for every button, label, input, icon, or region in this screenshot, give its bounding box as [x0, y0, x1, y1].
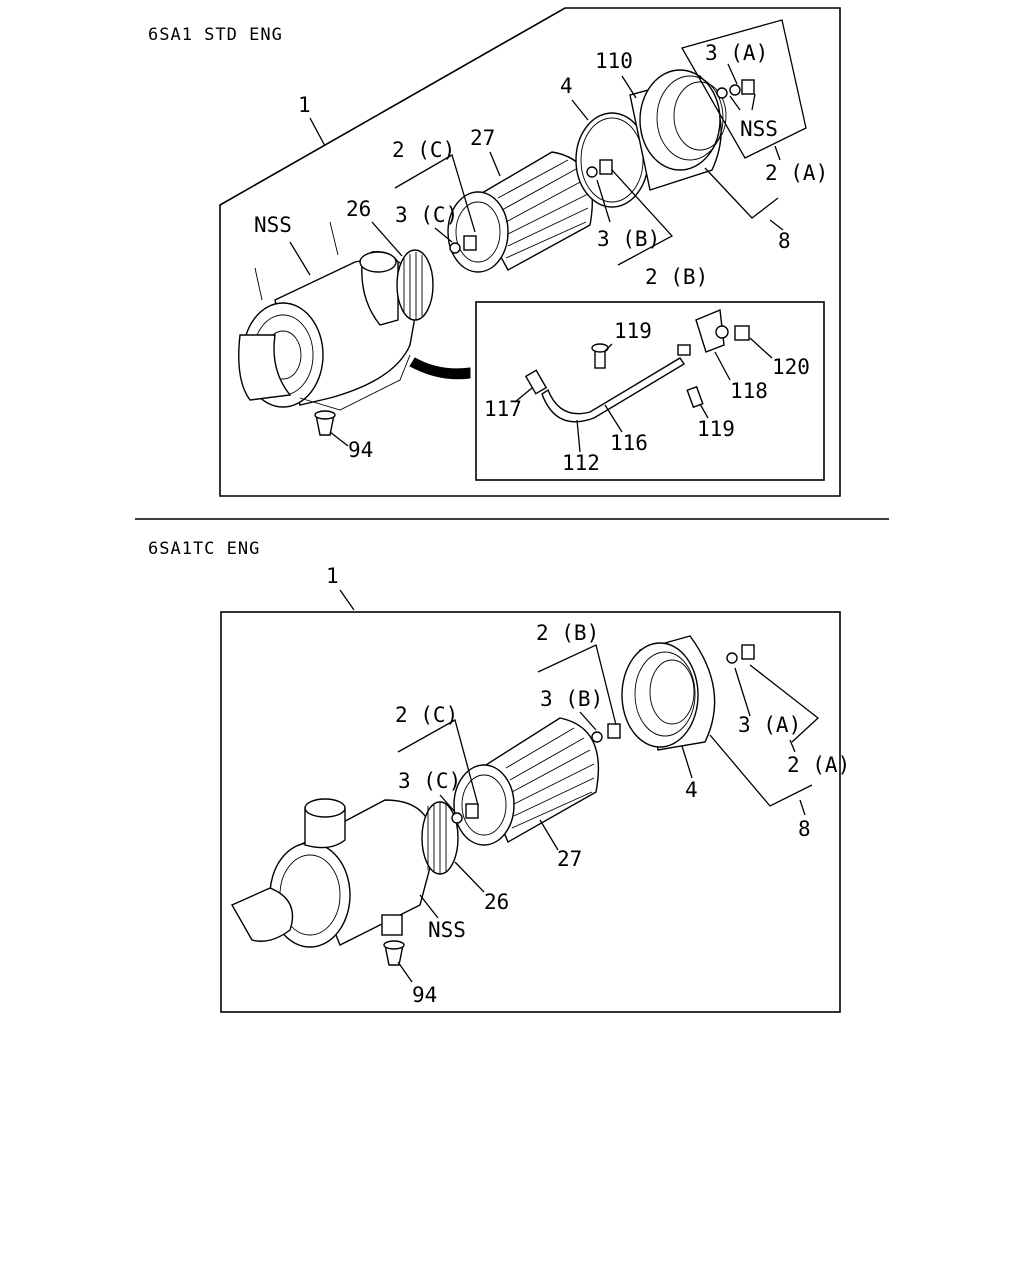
- leader: [339, 589, 355, 611]
- top-nut-c: [449, 235, 477, 254]
- bottom-nut-a: [726, 644, 755, 664]
- leader: [734, 664, 820, 743]
- leader: [699, 403, 709, 419]
- leader: [749, 337, 773, 359]
- top-label-kit-b: 2 (B): [645, 265, 708, 289]
- bottom-caption: 6SA1TC ENG: [148, 539, 260, 559]
- bottom-label-kit-b: 2 (B): [536, 621, 599, 645]
- top-label-nss-body: NSS: [254, 213, 292, 237]
- leader: [579, 711, 597, 731]
- top-label-cap-b: 3 (B): [597, 227, 660, 251]
- leader: [397, 961, 413, 983]
- detail-pipe-assembly: [524, 308, 750, 423]
- leader: [371, 221, 403, 257]
- top-label-kit-c: 2 (C): [392, 138, 455, 162]
- top-nut-b: [586, 159, 613, 178]
- top-label-kit-8: 8: [778, 229, 791, 253]
- leader: [727, 63, 738, 85]
- leader: [397, 719, 479, 806]
- bottom-nut-b: [591, 723, 621, 743]
- bottom-label-kit-8: 8: [798, 817, 811, 841]
- bottom-label-element: 27: [557, 847, 582, 871]
- leader: [514, 387, 533, 403]
- top-detail-frame: [475, 301, 825, 481]
- leader: [289, 241, 311, 276]
- bottom-valve: [383, 940, 405, 966]
- top-label-ring: 26: [346, 197, 371, 221]
- top-label-gasket: 4: [560, 74, 573, 98]
- leader: [621, 75, 637, 99]
- bottom-section: 6SA1TC ENG 1 94 NSS 26: [148, 539, 850, 1013]
- top-filter-element: [447, 151, 594, 273]
- leader: [611, 169, 674, 266]
- bottom-label-cap-c: 3 (C): [398, 769, 461, 793]
- bottom-nut-c: [451, 803, 479, 824]
- top-label-assembly: 1: [298, 93, 311, 117]
- bottom-filter-element: [453, 717, 600, 846]
- bottom-label-assembly: 1: [326, 564, 339, 588]
- top-label-valve: 94: [348, 438, 373, 462]
- leader: [769, 219, 784, 231]
- leader: [571, 99, 589, 121]
- leader: [681, 745, 693, 779]
- top-label-nss-a: NSS: [740, 117, 778, 141]
- leader: [309, 117, 326, 147]
- leader: [709, 734, 813, 807]
- leader: [704, 167, 779, 219]
- leader: [394, 154, 476, 233]
- top-nut-a: [716, 79, 755, 99]
- top-label-kit-a: 2 (A): [765, 161, 828, 185]
- leader: [434, 227, 453, 243]
- detail-label-clamp: 116: [610, 431, 648, 455]
- bottom-label-nss-body: NSS: [428, 918, 466, 942]
- bottom-label-cap-a: 3 (A): [738, 713, 801, 737]
- leader: [789, 739, 796, 753]
- leader: [419, 894, 439, 919]
- top-inset-a: [681, 19, 807, 159]
- detail-label-bolt-bottom: 119: [697, 417, 735, 441]
- leader: [729, 93, 756, 111]
- leader: [596, 179, 611, 223]
- bottom-frame: [220, 611, 841, 1013]
- bottom-label-cap-b: 3 (B): [540, 687, 603, 711]
- detail-arrow: [409, 357, 471, 380]
- top-label-element: 27: [470, 126, 495, 150]
- leader: [329, 431, 349, 447]
- top-cover: [629, 69, 727, 191]
- leader: [714, 351, 731, 381]
- bottom-label-kit-c: 2 (C): [395, 703, 458, 727]
- top-frame: [219, 7, 841, 497]
- leader: [439, 794, 456, 813]
- bottom-label-valve: 94: [412, 983, 437, 1007]
- leader: [539, 819, 559, 851]
- bottom-label-ring: 26: [484, 890, 509, 914]
- leader: [537, 644, 617, 726]
- leader: [603, 343, 613, 353]
- leader: [774, 145, 781, 161]
- air-cleaner-housing: [238, 221, 434, 411]
- bottom-cover: [621, 635, 716, 751]
- bottom-label-gasket: 4: [685, 778, 698, 802]
- top-label-cover: 110: [595, 49, 633, 73]
- leader: [489, 151, 501, 177]
- leader: [799, 799, 806, 816]
- top-label-cap-c: 3 (C): [395, 203, 458, 227]
- top-label-cap-a: 3 (A): [705, 41, 768, 65]
- leader: [604, 404, 623, 433]
- top-caption: 6SA1 STD ENG: [148, 25, 283, 45]
- detail-label-nut: 120: [772, 355, 810, 379]
- detail-label-bolt-top: 119: [614, 319, 652, 343]
- top-section: 6SA1 STD ENG 1 94 NSS 2: [148, 7, 841, 497]
- leader: [576, 419, 581, 453]
- bottom-label-kit-a: 2 (A): [787, 753, 850, 777]
- bottom-air-cleaner-housing: [231, 798, 459, 948]
- detail-label-bracket: 118: [730, 379, 768, 403]
- top-valve: [314, 410, 336, 436]
- leader: [454, 861, 485, 893]
- detail-label-pipe: 112: [562, 451, 600, 475]
